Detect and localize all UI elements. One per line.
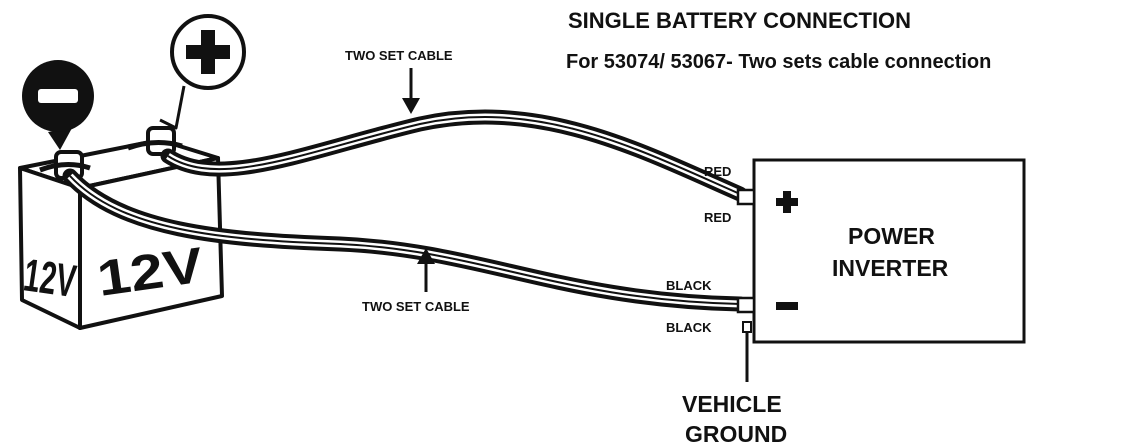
inverter-plus-icon bbox=[776, 191, 798, 213]
top-cable-label: TWO SET CABLE bbox=[345, 48, 453, 63]
positive-terminal-icon bbox=[159, 14, 246, 130]
bottom-cable-label: TWO SET CABLE bbox=[362, 299, 470, 314]
battery-side-label: 12V bbox=[21, 248, 80, 307]
bottom-cable bbox=[62, 168, 748, 312]
top-cable bbox=[160, 109, 748, 202]
black-label-bottom: BLACK bbox=[666, 320, 712, 335]
red-label-bottom: RED bbox=[704, 210, 731, 225]
inverter-label-line1: POWER bbox=[848, 223, 935, 249]
arrow-up-icon bbox=[417, 248, 435, 292]
diagram-subtitle: For 53074/ 53067- Two sets cable connect… bbox=[566, 51, 991, 73]
arrow-down-icon bbox=[402, 68, 420, 114]
inverter-label-line2: INVERTER bbox=[832, 255, 949, 281]
black-terminal bbox=[736, 296, 756, 314]
red-label-top: RED bbox=[704, 164, 731, 179]
ground-wire bbox=[742, 321, 752, 382]
diagram-title: SINGLE BATTERY CONNECTION bbox=[568, 8, 911, 33]
red-terminal bbox=[736, 188, 756, 206]
ground-label-line1: VEHICLE bbox=[682, 391, 782, 417]
inverter-minus-icon bbox=[776, 302, 798, 310]
negative-terminal-icon bbox=[22, 60, 94, 150]
power-inverter: POWER INVERTER bbox=[752, 158, 1026, 344]
black-label-top: BLACK bbox=[666, 278, 712, 293]
ground-label-line2: GROUND bbox=[685, 421, 787, 447]
